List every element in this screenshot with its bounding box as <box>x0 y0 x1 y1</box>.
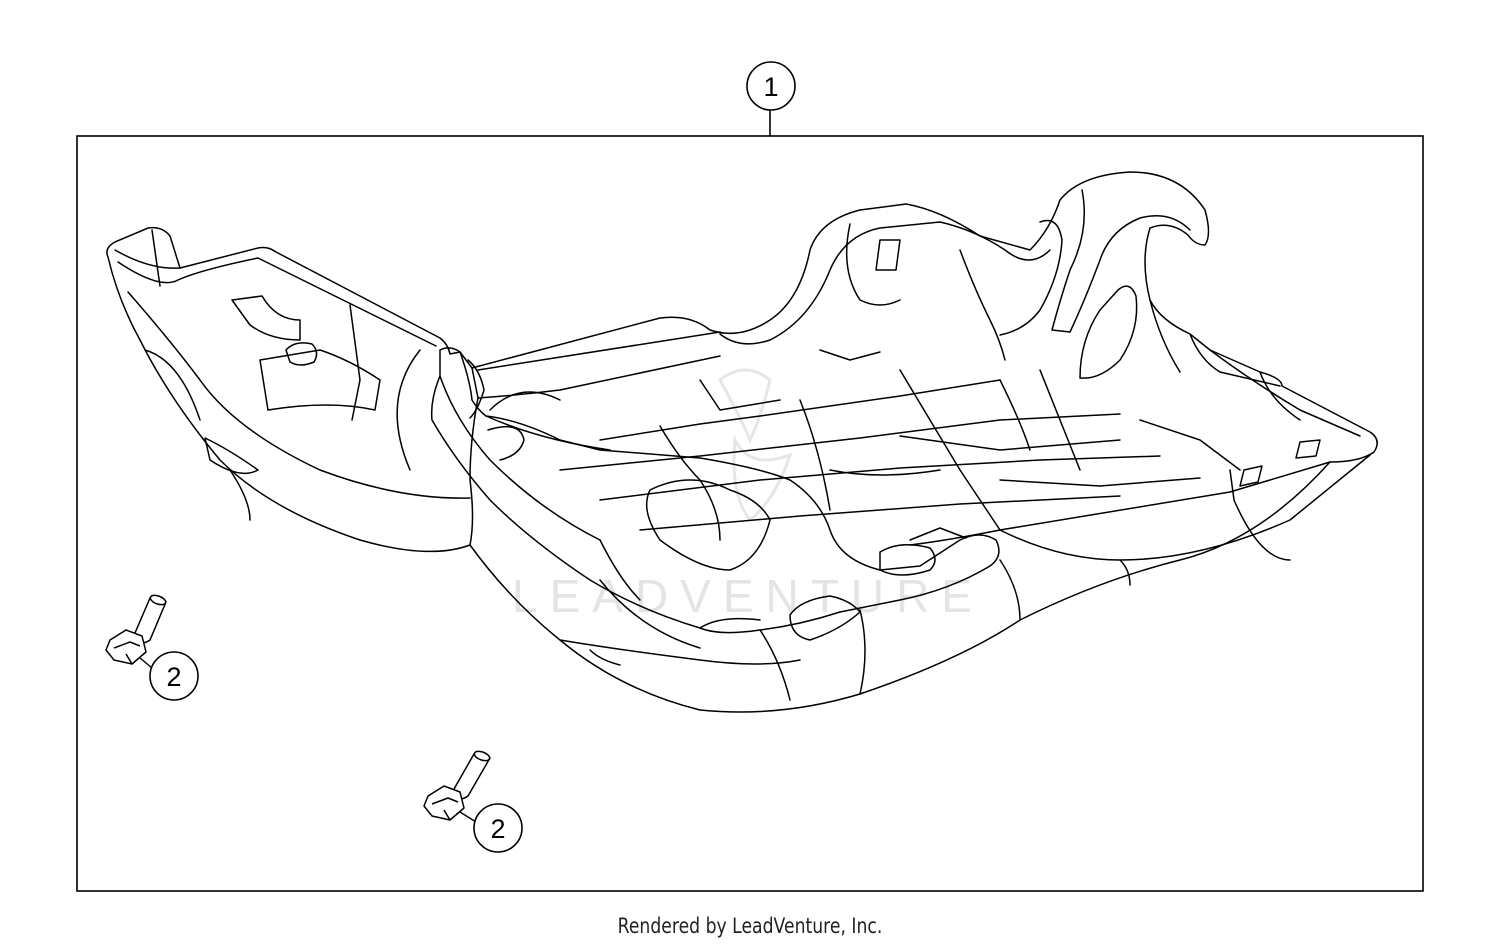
callout-2a-number: 2 <box>166 662 181 692</box>
callout-1[interactable]: 1 <box>746 61 796 111</box>
callout-2b-circle <box>473 803 523 853</box>
callout-2b-leader <box>459 811 477 823</box>
callout-1-circle <box>746 61 796 111</box>
watermark-text: LEADVENTURE <box>512 570 984 622</box>
callout-2b-number: 2 <box>490 814 505 844</box>
callout-2a-leader <box>139 657 153 669</box>
bolt-1 <box>105 594 167 665</box>
callout-2a[interactable]: 2 <box>149 651 199 701</box>
callout-1-number: 1 <box>763 72 778 102</box>
kit-frame <box>76 135 1424 892</box>
skid-plate <box>106 171 1378 713</box>
footer-credit: Rendered by LeadVenture, Inc. <box>617 914 883 938</box>
callout-2a-circle <box>149 651 199 701</box>
bolt-2 <box>423 750 491 821</box>
watermark-logo-icon <box>718 368 793 523</box>
watermark: LEADVENTURE <box>512 368 984 622</box>
callout-2b[interactable]: 2 <box>473 803 523 853</box>
